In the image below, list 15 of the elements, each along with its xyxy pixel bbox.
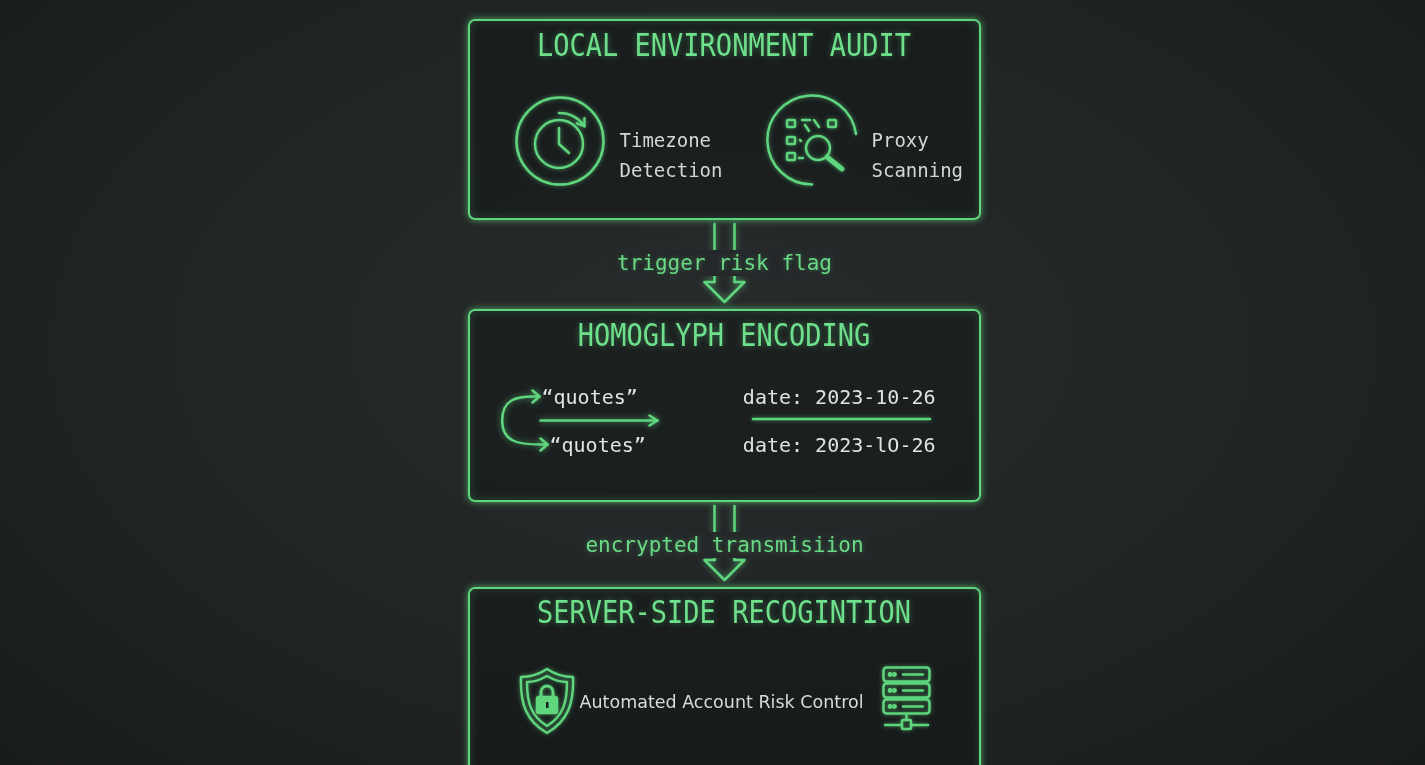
box-title: SERVER-SIDE RECOGINTION	[537, 592, 911, 631]
quoted-text: “quotes”	[541, 384, 638, 409]
box-title: HOMOGLYPH ENCODING	[577, 315, 871, 354]
caption-text: Automated Account Risk Control	[579, 691, 864, 712]
box-title: LOCAL ENVIRONMENT AUDIT	[537, 25, 911, 64]
process-box	[468, 587, 981, 765]
date-text: date: 2023-10-26	[742, 384, 936, 409]
process-box	[468, 19, 981, 220]
quoted-text: “quotes”	[549, 432, 646, 457]
date-text: date: 2023-lO-26	[742, 432, 936, 457]
curved-arrow	[500, 389, 549, 452]
item-label: Proxy Scanning	[871, 127, 964, 183]
process-box	[468, 309, 981, 502]
arrow	[539, 414, 659, 427]
item-label: Timezone Detection	[619, 127, 724, 183]
